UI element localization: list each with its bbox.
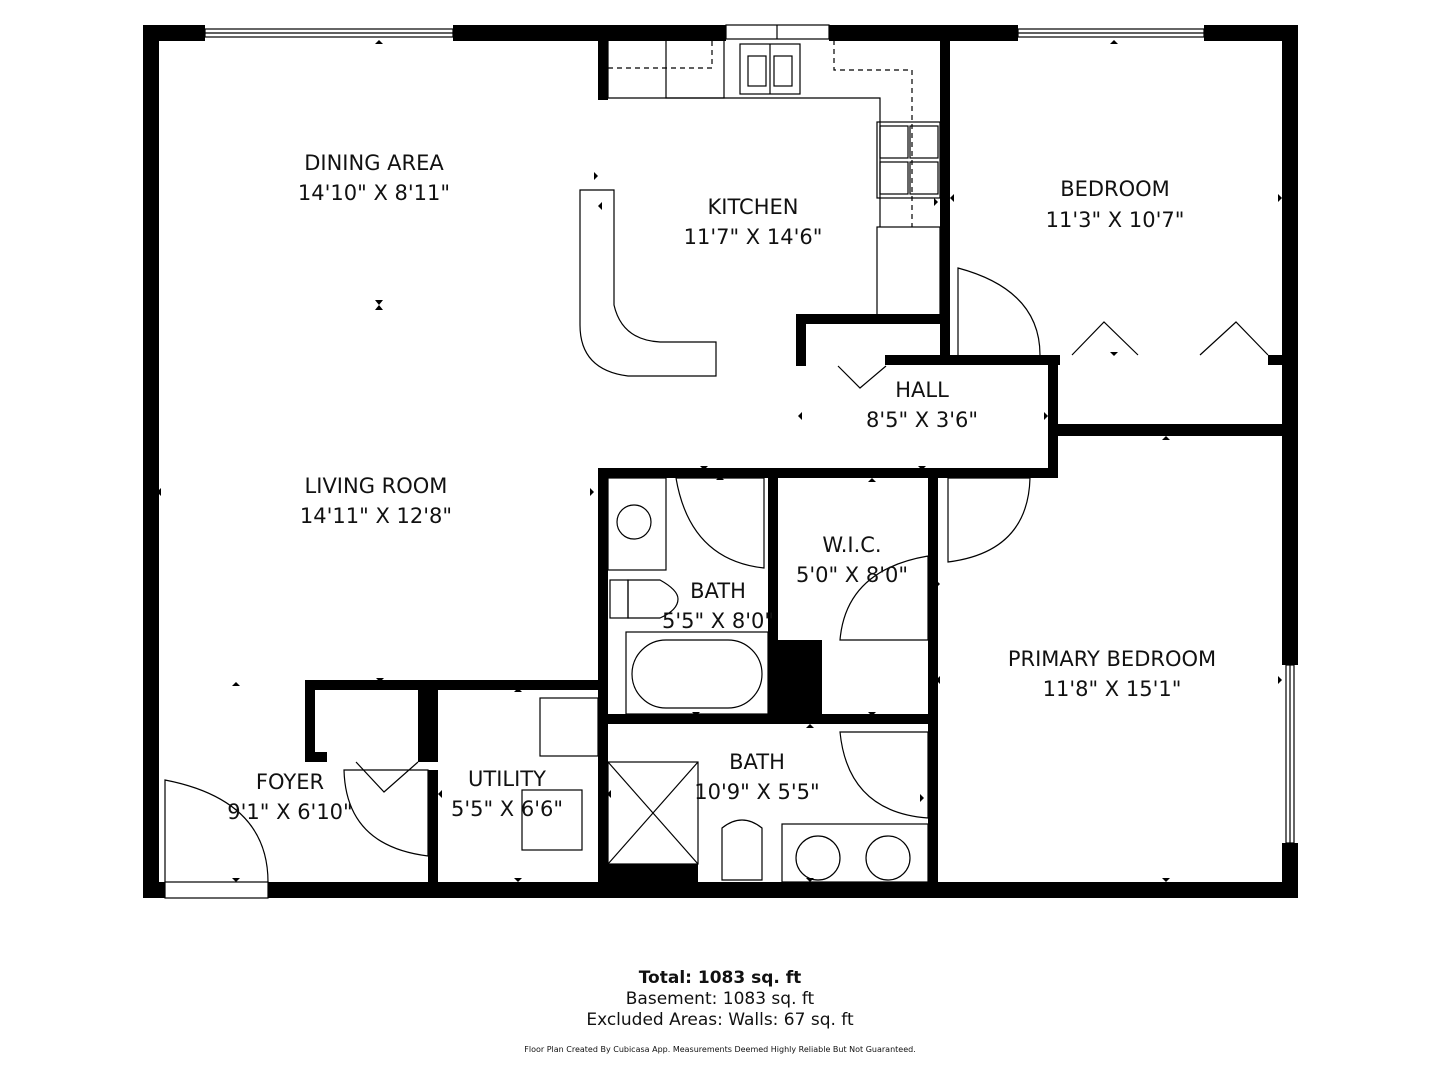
room-dims-living-room: 14'11" X 12'8"	[300, 504, 452, 528]
room-dims-primary-bedroom: 11'8" X 15'1"	[1043, 677, 1182, 701]
basement-area: Basement: 1083 sq. ft	[625, 989, 815, 1009]
room-name-bath-2: BATH	[729, 750, 785, 774]
room-name-dining-area: DINING AREA	[304, 151, 444, 175]
room-name-bath-1: BATH	[690, 579, 746, 603]
room-dims-dining-area: 14'10" X 8'11"	[298, 181, 450, 205]
room-dims-hall: 8'5" X 3'6"	[866, 408, 978, 432]
exterior-walls	[143, 25, 1298, 898]
room-name-kitchen: KITCHEN	[708, 195, 799, 219]
room-name-utility: UTILITY	[468, 767, 546, 791]
room-name-living-room: LIVING ROOM	[305, 474, 448, 498]
total-area: Total: 1083 sq. ft	[638, 968, 802, 988]
room-name-hall: HALL	[895, 378, 949, 402]
fixtures	[521, 39, 941, 883]
room-dims-bath-1: 5'5" X 8'0"	[662, 609, 774, 633]
room-labels: DINING AREA 14'10" X 8'11" KITCHEN 11'7"…	[227, 151, 1216, 824]
room-dims-kitchen: 11'7" X 14'6"	[684, 225, 823, 249]
room-dims-foyer: 9'1" X 6'10"	[227, 800, 352, 824]
room-name-wic: W.I.C.	[822, 533, 881, 557]
room-name-bedroom: BEDROOM	[1060, 177, 1170, 201]
room-name-foyer: FOYER	[256, 770, 324, 794]
room-dims-utility: 5'5" X 6'6"	[451, 797, 563, 821]
doors	[164, 267, 1269, 899]
room-name-primary-bedroom: PRIMARY BEDROOM	[1008, 647, 1216, 671]
credit-note: Floor Plan Created By Cubicasa App. Meas…	[524, 1045, 916, 1054]
excluded-area: Excluded Areas: Walls: 67 sq. ft	[586, 1010, 854, 1030]
interior-walls	[305, 38, 1298, 884]
room-dims-bath-2: 10'9" X 5'5"	[694, 780, 819, 804]
room-dims-wic: 5'0" X 8'0"	[796, 563, 908, 587]
windows	[204, 24, 1295, 844]
room-dims-bedroom: 11'3" X 10'7"	[1046, 208, 1185, 232]
measurement-markers	[157, 40, 1282, 882]
